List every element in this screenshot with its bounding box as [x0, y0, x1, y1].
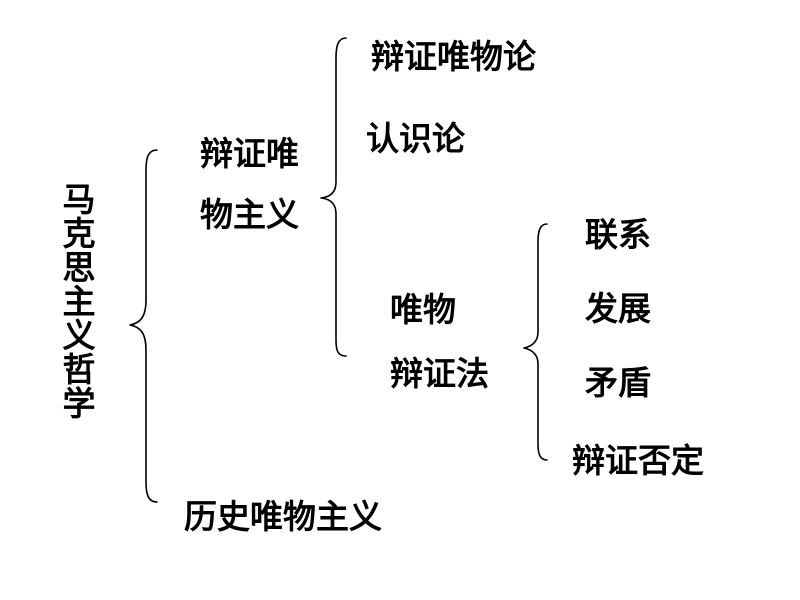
dialectical-negation-label: 辩证否定: [572, 441, 704, 480]
dialectical-materialism-line2: 物主义: [200, 195, 299, 234]
root-label: 马克思主义哲学: [57, 182, 96, 420]
historical-materialism-label: 历史唯物主义: [184, 497, 382, 536]
materialist-dialectics-line2: 辩证法: [390, 354, 489, 393]
dialectical-materialism-brace: [320, 37, 347, 357]
materialist-dialectics-line1: 唯物: [390, 290, 456, 329]
root-brace: [129, 149, 158, 503]
materialist-dialectics-brace: [523, 223, 548, 461]
epistemology-label: 认识论: [366, 119, 465, 158]
connection-label: 联系: [585, 215, 651, 254]
contradiction-label: 矛盾: [585, 363, 651, 402]
dialectical-ontology-label: 辩证唯物论: [371, 37, 536, 76]
development-label: 发展: [585, 289, 651, 328]
dialectical-materialism-line1: 辩证唯: [200, 134, 299, 173]
